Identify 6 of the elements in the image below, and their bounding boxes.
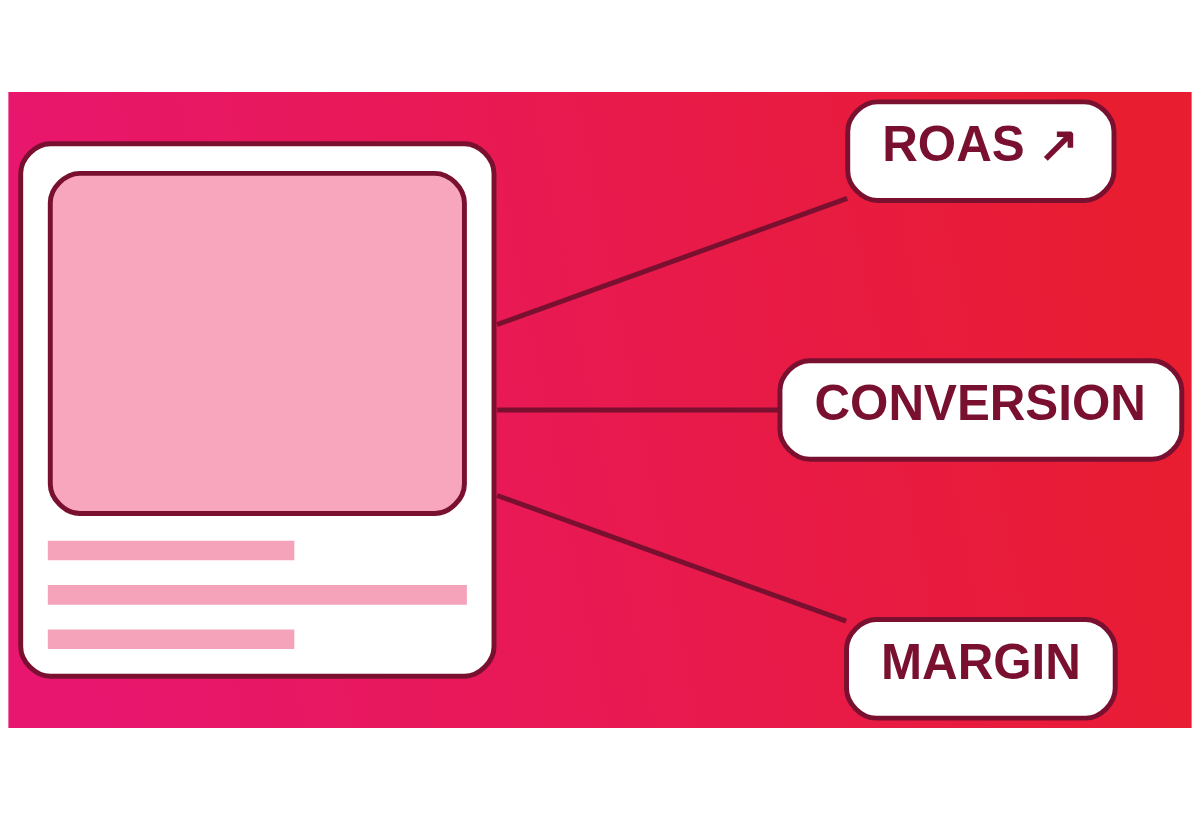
connector xyxy=(496,196,848,327)
node-box: ROAS ↗ xyxy=(845,99,1117,203)
connector xyxy=(497,407,780,413)
connector xyxy=(496,493,847,624)
node-box: CONVERSION xyxy=(777,358,1185,462)
node-box: MARGIN xyxy=(844,617,1118,721)
